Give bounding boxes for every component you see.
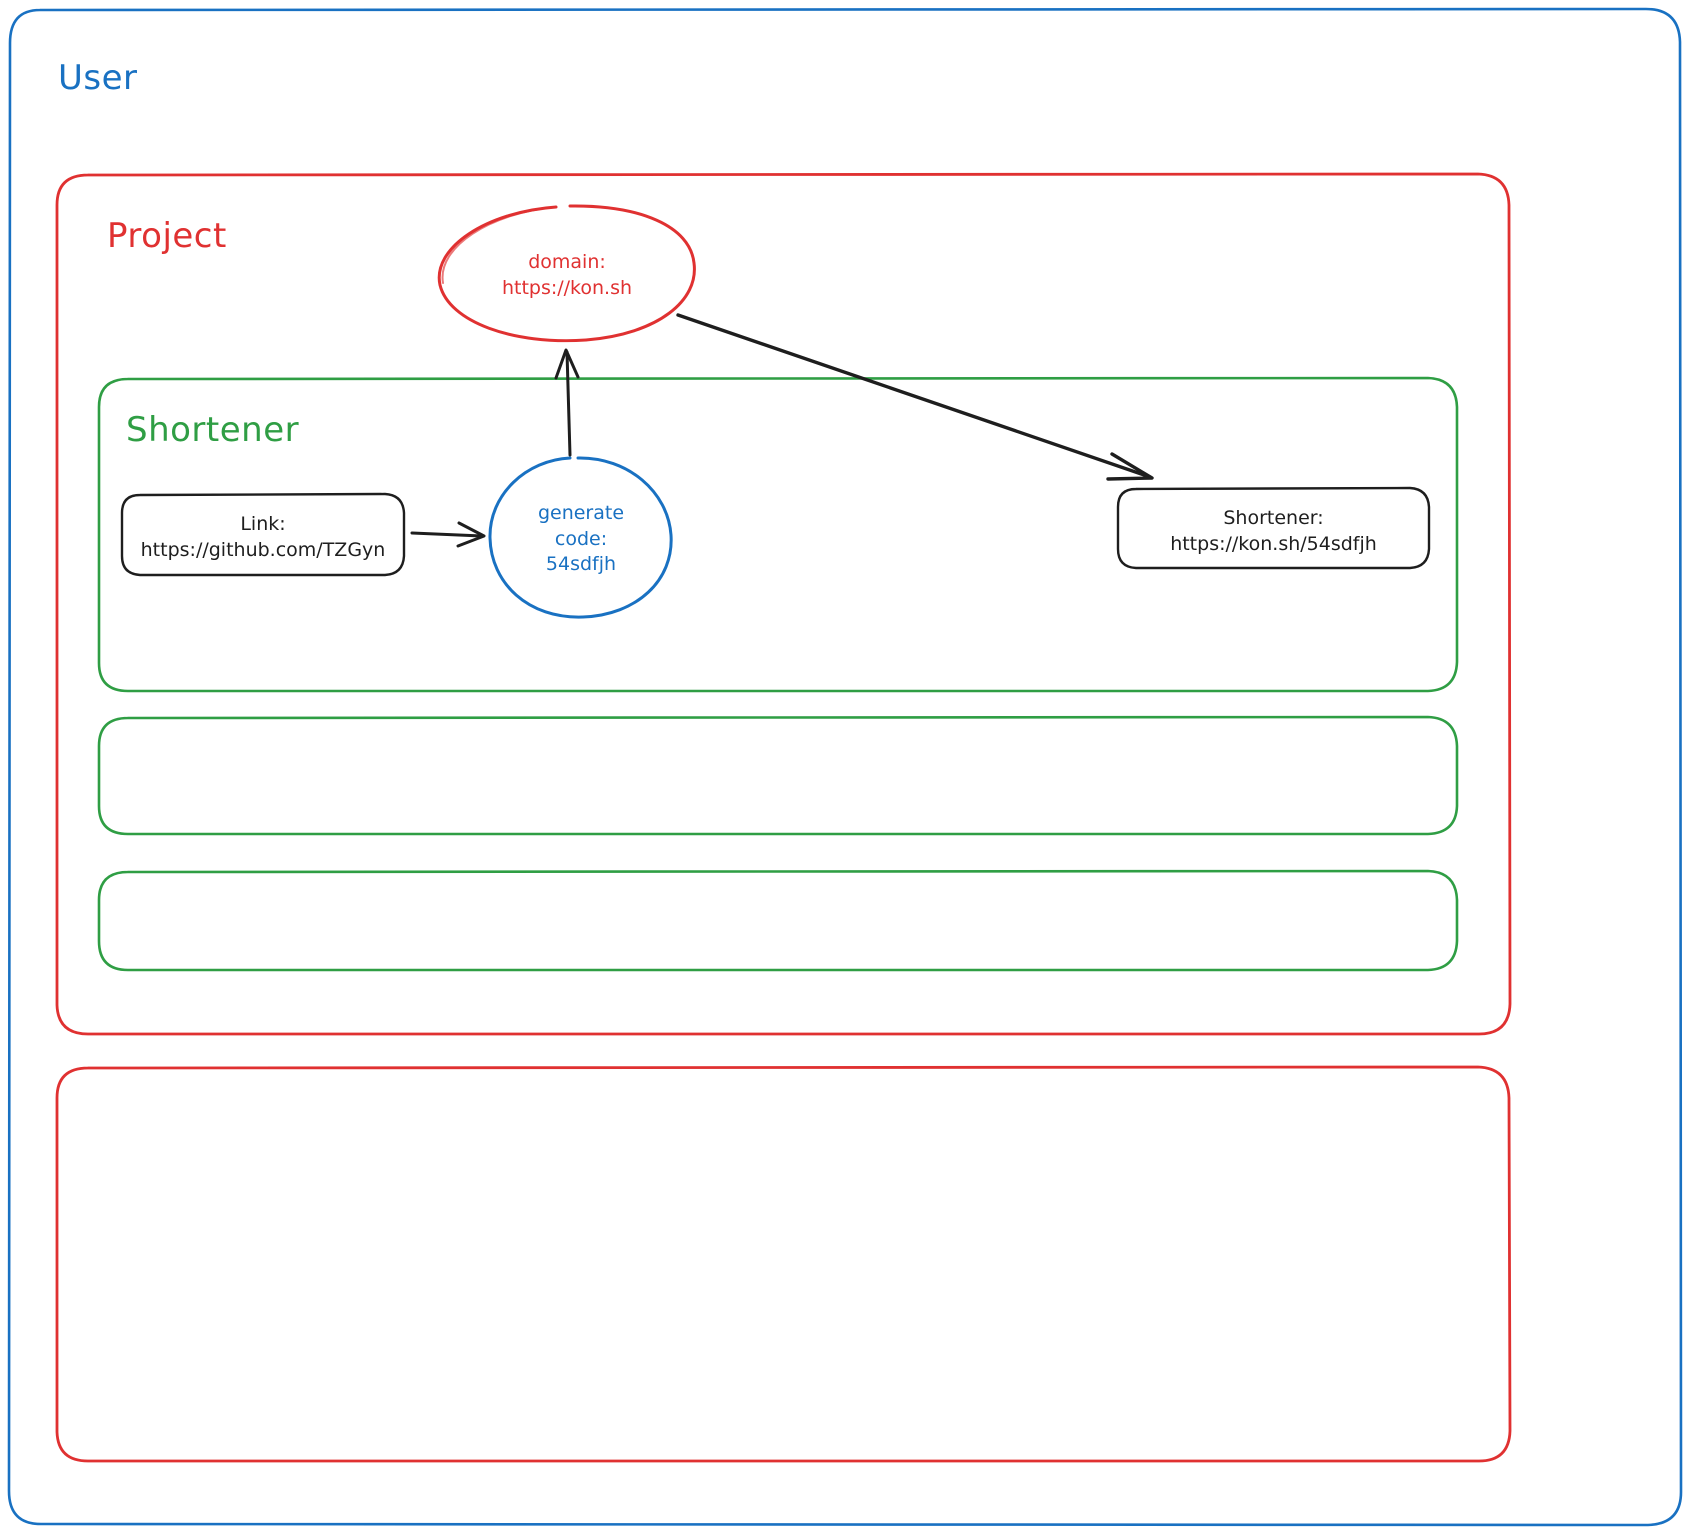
arrow-link-to-generate-code [410, 521, 486, 548]
generate-code-node-text: generate code: 54sdfjh [490, 501, 672, 578]
shortener-url-node-line-2: https://kon.sh/54sdfjh [1170, 532, 1377, 555]
link-node-shape [120, 492, 406, 577]
project-empty-boundary-shape [55, 1065, 1512, 1463]
link-node-line-1: Link: [240, 513, 286, 535]
project-boundary-label: Project [107, 216, 227, 256]
user-boundary-shape [7, 7, 1683, 1527]
shortener-empty-boundary-2-shape [97, 869, 1459, 972]
generate-code-node-line-2: code: [554, 527, 608, 550]
shortener-boundary-label: Shortener [126, 410, 300, 450]
user-boundary-label: User [58, 58, 138, 98]
link-node-line-2: https://github.com/TZGyn [140, 538, 386, 561]
generate-code-node-line-1: generate [537, 502, 625, 524]
domain-node-shape [437, 204, 696, 343]
shortener-url-node-line-1: Shortener: [1223, 507, 1324, 529]
shortener-boundary-shape [97, 376, 1459, 693]
project-boundary-shape [55, 172, 1512, 1036]
domain-node-line-2: https://kon.sh [501, 276, 633, 299]
arrow-generate-code-to-domain [554, 348, 580, 457]
link-node-text: Link: https://github.com/TZGyn [122, 512, 404, 563]
arrow-domain-to-shortener-url [676, 313, 1154, 481]
domain-node-text: domain: https://kon.sh [440, 250, 694, 301]
shortener-empty-boundary-1-shape [97, 715, 1459, 836]
shortener-url-node-text: Shortener: https://kon.sh/54sdfjh [1118, 506, 1429, 557]
generate-code-node-line-3: 54sdfjh [545, 553, 617, 576]
shortener-url-node-shape [1116, 486, 1431, 570]
generate-code-node-shape [488, 456, 673, 619]
domain-node-line-1: domain: [528, 251, 606, 273]
